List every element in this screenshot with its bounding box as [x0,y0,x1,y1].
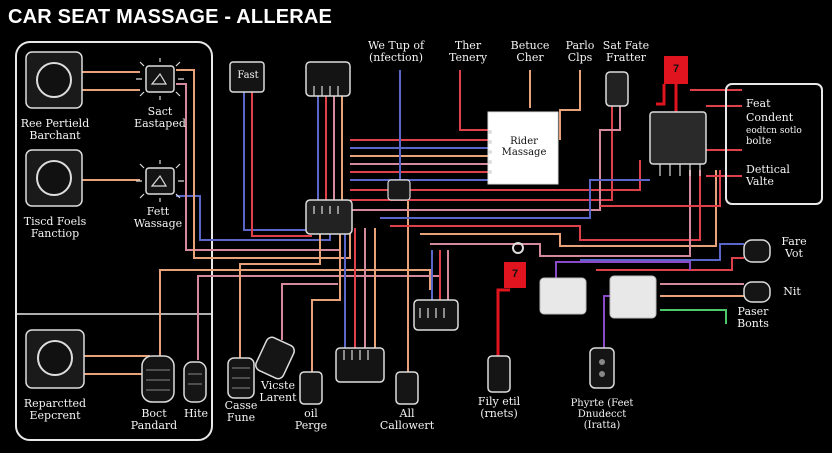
casse-label: Casse Fune [224,399,258,424]
nit-plug [743,281,771,303]
wire [656,84,666,106]
wire [281,283,338,340]
wire [580,243,744,261]
parlo-label: Parlo Clps [565,39,595,64]
wire [660,309,727,324]
wire [311,228,341,372]
wire [159,269,431,360]
wire [350,104,613,201]
wire [555,261,691,290]
right-sub1-label: eodtcn sotlo [746,126,802,136]
fare-plug [743,239,771,263]
ring-connector [512,242,524,254]
right-feat-label: Feat [746,97,771,110]
page-title: CAR SEAT MASSAGE - ALLERAE [8,6,333,28]
warning-badge-mid-label: 7 [511,268,519,280]
module-box [539,277,587,315]
junction-block [305,199,353,235]
right-dettical-label: Dettical Valte [746,163,790,188]
connector-mid [387,179,411,201]
fast-connector [229,61,265,93]
rider-massage-label: Rider Massage [501,136,547,158]
wire [239,228,321,360]
wire [380,179,650,219]
connector-top-2 [305,61,351,97]
warning-badge [504,262,526,288]
wire [350,160,641,191]
plug-1 [141,355,175,403]
module-2-label: Tiscd Foels Fanctiop [23,215,87,240]
paser-label: Paser Bonts [737,305,769,330]
all-plug [395,371,419,405]
fily-label: Fily etil (rnets) [477,395,521,420]
right-panel-frame [725,83,823,205]
wire [603,295,610,348]
vicste-label: Vicste Larent [259,379,297,404]
module-2 [25,149,83,207]
wire [459,70,488,131]
control-module [649,111,707,176]
module-1 [25,51,83,109]
fare-label: Fare Vot [781,235,807,260]
wire [390,170,701,241]
switch-1 [136,58,184,100]
wire [350,104,621,211]
wire [243,92,310,231]
wire [596,257,744,271]
plug-2 [183,361,207,403]
right-condent-label: Condent [746,111,794,124]
oil-plug [299,371,323,405]
warning-badge-top-label: 7 [672,63,680,75]
rider-massage-box [487,111,559,185]
wire [251,92,312,237]
wire [197,275,441,360]
warning-badge [664,56,688,84]
connector-bottom-2 [335,347,385,383]
wire [176,69,351,259]
wire [496,288,510,356]
oil-label: oil Perge [294,407,328,432]
switch-2-label: Fett Wassage [133,205,183,230]
sat-fate-label: Sat Fate Fratter [602,39,650,64]
parlo-connector [605,71,629,107]
vicste-plug [255,336,295,380]
all-label: All Callowert [379,407,435,432]
switch-2 [136,160,184,202]
we-tup-label: We Tup of (nfection) [367,39,425,64]
wire [176,195,331,241]
wire [600,170,721,207]
module-3-label: Reparctted Eepcrent [23,397,87,422]
wire [559,70,581,140]
module-3 [25,329,85,389]
wire [430,170,691,257]
ther-label: Ther Tenery [448,39,488,64]
switch-1-label: Sact Eastaped [134,105,186,130]
plug-1-label: Boct Pandard [130,407,178,432]
module-box [609,275,657,319]
casse-plug [227,357,255,399]
connector-bottom-1 [413,299,459,331]
nit-label: Nit [783,285,801,298]
right-sub2-label: bolte [746,136,772,147]
wire [420,170,717,247]
fily-plug [487,355,511,393]
fast-label: Fast [237,70,259,81]
plug-2-label: Hite [183,407,209,420]
phyrte-label: Phyrte (Feet Dnudecct (Iratta) [570,398,634,431]
phyrte-plug [589,347,615,389]
betuce-label: Betuce Cher [510,39,550,64]
module-1-label: Ree Pertield Barchant [20,117,90,142]
